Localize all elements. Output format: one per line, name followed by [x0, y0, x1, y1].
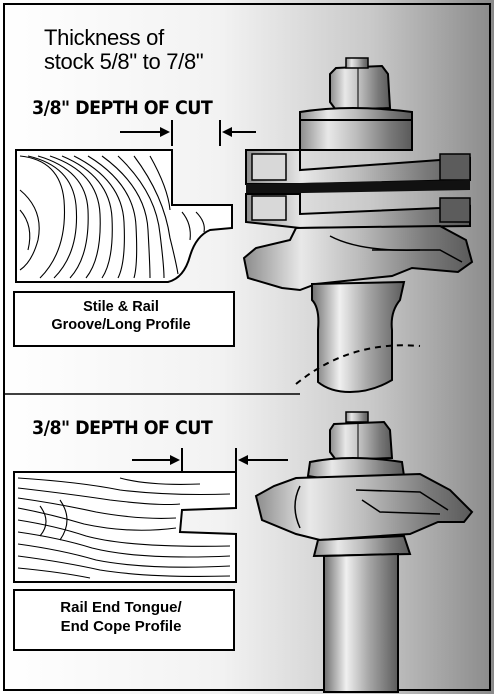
caption-groove-line2: Groove/Long Profile [51, 317, 191, 333]
router-bit-bottom [254, 411, 474, 693]
depth-of-cut-label-top: 3/8" DEPTH OF CUT [32, 97, 213, 119]
caption-cope-line1: Rail End Tongue/ [60, 599, 182, 616]
caption-cope-profile: Rail End Tongue/ End Cope Profile [14, 598, 228, 636]
router-bit-top [242, 57, 474, 394]
wood-stock-top [15, 149, 233, 283]
caption-cope-line2: End Cope Profile [60, 618, 182, 635]
stock-thickness-line1: Thickness of [44, 25, 164, 50]
caption-groove-line1: Stile & Rail [83, 299, 159, 315]
depth-of-cut-label-bottom: 3/8" DEPTH OF CUT [32, 417, 213, 439]
caption-groove-profile: Stile & Rail Groove/Long Profile [14, 298, 228, 334]
wood-stock-bottom [13, 471, 237, 583]
stock-thickness-line2: stock 5/8" to 7/8" [44, 49, 204, 74]
stock-thickness-note: Thickness of stock 5/8" to 7/8" [44, 26, 284, 74]
